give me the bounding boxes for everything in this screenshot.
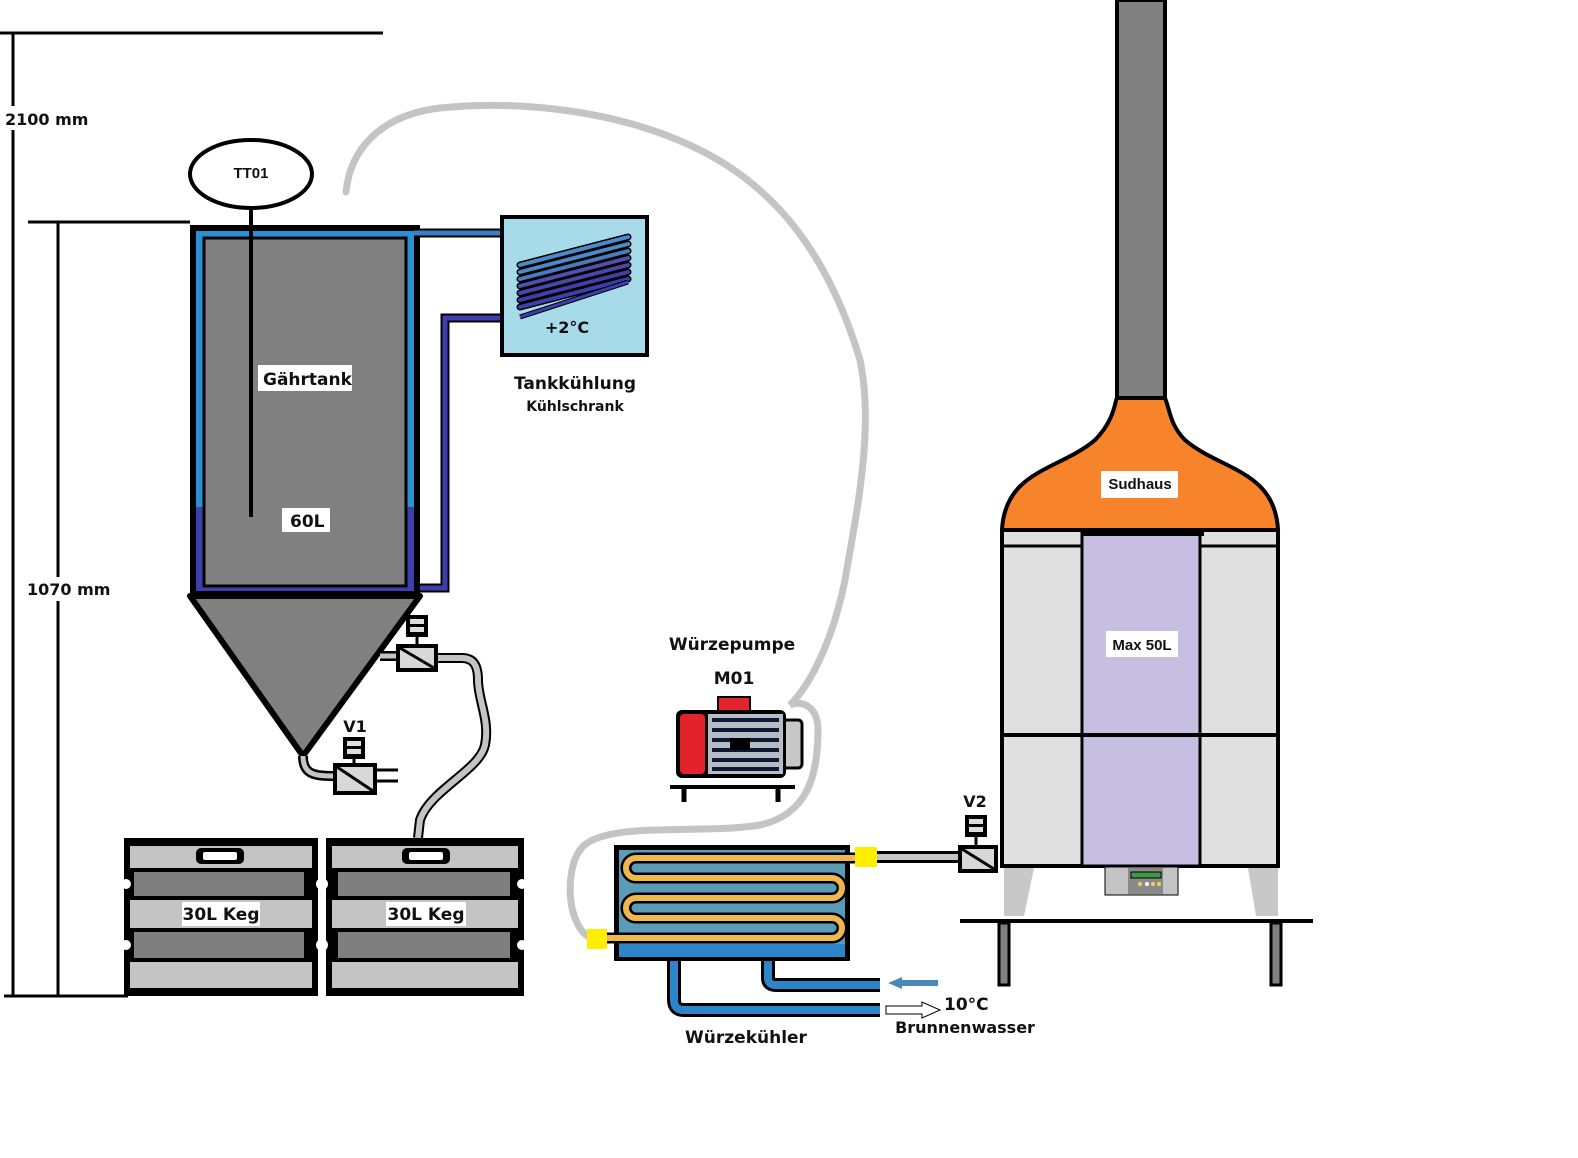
tank-height-label: 1070 mm xyxy=(27,580,110,599)
temperature-sensor-tt01[interactable]: TT01 xyxy=(188,138,314,210)
fridge-tank-cooling[interactable]: +2°C Tankkühlung Kühlschrank xyxy=(500,215,649,415)
chiller-coil xyxy=(590,852,868,944)
valve-actuator xyxy=(343,737,365,759)
wort-pump-m01[interactable]: Würzepumpe M01 xyxy=(669,635,804,802)
cone-side-valve[interactable] xyxy=(380,615,492,839)
wort-hose xyxy=(342,101,869,944)
fermenter-label: Gährtank xyxy=(263,370,353,390)
brewhouse-hood xyxy=(999,396,1281,532)
brewhouse-capacity: Max 50L xyxy=(1112,637,1171,654)
water-out-arrow xyxy=(885,1001,942,1019)
fermenter-volume-label: 60L xyxy=(290,512,325,532)
fermenter-body xyxy=(202,236,408,588)
valve-actuator xyxy=(406,615,428,637)
valve-v1[interactable]: V1 xyxy=(298,717,398,795)
valve-v2[interactable]: V2 xyxy=(958,792,998,873)
water-temperature: 10°C xyxy=(944,995,989,1015)
keg-2[interactable]: 30L Keg xyxy=(316,838,527,996)
water-in-arrow xyxy=(888,977,938,989)
sensor-label: TT01 xyxy=(233,165,268,182)
pump-id: M01 xyxy=(714,669,755,689)
chiller-outlet-fitting xyxy=(855,847,877,867)
valve-actuator xyxy=(965,815,987,837)
water-source-label: Brunnenwasser xyxy=(895,1018,1035,1037)
fridge-title: Tankkühlung xyxy=(514,374,636,394)
stand-leg-right xyxy=(1269,921,1283,987)
valve-v1-label: V1 xyxy=(343,717,367,736)
brewhouse-foot-right xyxy=(1248,868,1278,916)
valve-v2-label: V2 xyxy=(963,792,987,811)
chimney xyxy=(1115,0,1167,402)
dimension-tank-height: 1070 mm xyxy=(4,220,190,998)
fridge-subtitle: Kühlschrank xyxy=(526,399,624,415)
brewhouse-kettle xyxy=(1080,530,1202,868)
total-height-label: 2100 mm xyxy=(5,110,88,129)
dimension-total-height: 2100 mm xyxy=(0,31,383,996)
chiller-inlet-fitting xyxy=(587,929,607,949)
fridge-temperature: +2°C xyxy=(545,318,589,337)
pump-terminal-box xyxy=(717,696,751,712)
keg-label: 30L Keg xyxy=(183,905,260,925)
brewhouse-label: Sudhaus xyxy=(1108,476,1171,493)
brewhouse[interactable]: Sudhaus Max 50L xyxy=(960,0,1313,987)
fermenter-tank[interactable]: Gährtank 60L xyxy=(187,208,423,759)
wort-chiller[interactable]: 10°C Brunnenwasser Würzekühler xyxy=(587,845,1035,1048)
fermenter-cone xyxy=(187,593,423,759)
keg-1[interactable]: 30L Keg xyxy=(121,838,318,996)
brewhouse-foot-left xyxy=(1004,868,1034,916)
brewhouse-controller[interactable] xyxy=(1104,866,1179,896)
controller-display xyxy=(1130,871,1162,879)
keg-label: 30L Keg xyxy=(388,905,465,925)
cooling-coil xyxy=(516,233,632,320)
stand-leg-left xyxy=(997,921,1011,987)
pump-name: Würzepumpe xyxy=(669,635,795,655)
chiller-label: Würzekühler xyxy=(685,1028,808,1048)
pump-end-cap xyxy=(680,714,705,774)
